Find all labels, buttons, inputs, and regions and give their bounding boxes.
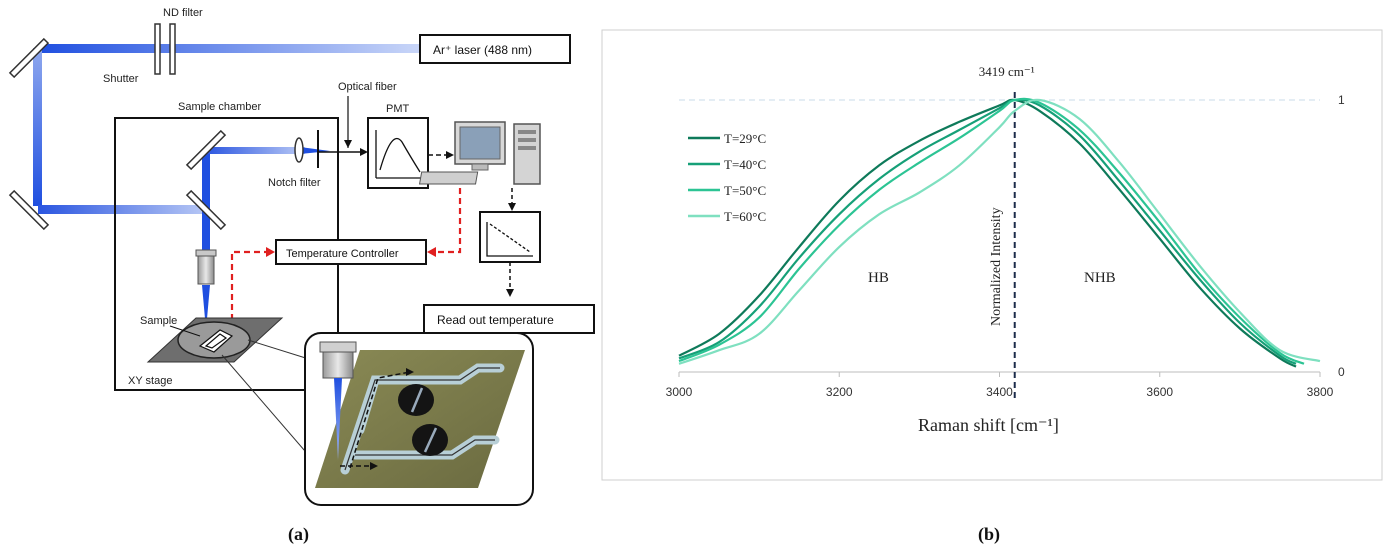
computer-icon (418, 121, 541, 185)
region-hb-label: HB (868, 270, 889, 286)
beam-to-notch (205, 147, 305, 154)
x-tick-label-1: 3000 (666, 385, 693, 399)
zoom-chamber-top-mark (410, 387, 424, 413)
pmt-label: PMT (386, 103, 410, 115)
zoom-microchannel-outline (344, 367, 500, 471)
y-tick-label-1: 0 (1338, 365, 1345, 379)
nd-filter-label: ND filter (163, 7, 203, 19)
chart-frame (601, 29, 1383, 481)
objective-icon (195, 249, 217, 285)
x-tick-label-3: 3400 (986, 385, 1013, 399)
nd-filter-plate (169, 23, 176, 75)
beam-top (38, 44, 420, 53)
notch-filter-label: Notch filter (268, 177, 321, 189)
x-tick-label-4: 3600 (1146, 385, 1173, 399)
lens (294, 137, 304, 163)
panel-a-setup-diagram: ND filter Shutter Ar⁺ laser (488 nm) Sam… (8, 7, 595, 545)
region-nhb-label: NHB (1084, 270, 1116, 286)
read-out-label: Read out temperature (437, 313, 554, 327)
pc-to-controller-arrow (427, 247, 436, 257)
zoom-probe-beam (334, 378, 342, 460)
zoom-scan-arrow (406, 368, 414, 376)
chart-legend: T=29°C T=40°C T=50°C T=60°C (688, 131, 766, 224)
pmt-to-pc-arrow (446, 151, 454, 159)
chart-series-group (678, 97, 1321, 368)
sample-pointer (169, 325, 201, 337)
controller-to-sample-line (230, 250, 266, 330)
laser-label: Ar⁺ laser (488 nm) (433, 43, 532, 57)
xy-stage-label: XY stage (128, 375, 172, 387)
mirror-chamber-top (185, 129, 227, 171)
beam-focus (300, 147, 330, 154)
sample-chip (198, 329, 234, 353)
pmt-box (367, 117, 429, 189)
zoom-objective-icon (319, 341, 357, 379)
series-line-3 (678, 97, 1305, 365)
calibration-plot-box (479, 211, 541, 263)
peak-label: 3419 cm⁻¹ (979, 64, 1035, 79)
zoom-chamber-bottom-mark (423, 427, 438, 453)
x-tick-label-2: 3200 (826, 385, 853, 399)
panel-a-caption: (a) (288, 524, 309, 545)
series-line-1 (678, 98, 1297, 368)
pc-to-plot-arrow (508, 203, 516, 211)
series-line-4 (678, 98, 1321, 365)
legend-label-2: T=40°C (724, 157, 766, 172)
calibration-plot-axes (486, 222, 533, 257)
chart-y-label: Normalized Intensity (989, 207, 1004, 326)
sample-label: Sample (140, 315, 177, 327)
temperature-controller-box (275, 239, 427, 265)
legend-label-1: T=29°C (724, 131, 766, 146)
controller-to-sample-arrow (266, 247, 275, 257)
calibration-plot-line (489, 223, 531, 253)
zoom-line-top (247, 339, 313, 361)
mirror-top-left (8, 37, 50, 79)
zoom-scan-bottom-arrow (370, 462, 378, 470)
x-tick-label-5: 3800 (1307, 385, 1334, 399)
chart-y-ticks: 01 (1338, 93, 1345, 379)
beam-to-sample (202, 285, 210, 330)
optical-fiber-label: Optical fiber (338, 81, 397, 93)
pc-to-controller-line (436, 188, 462, 254)
temperature-controller-label: Temperature Controller (286, 248, 399, 260)
chart-x-label: Raman shift [cm⁻¹] (918, 415, 1059, 435)
y-tick-label-2: 1 (1338, 93, 1345, 107)
zoom-scan-path (349, 371, 411, 469)
mirror-chamber-bottom (185, 189, 227, 231)
optical-fiber-pointer-head (344, 140, 352, 148)
beam-middle (38, 205, 208, 214)
legend-label-4: T=60°C (724, 209, 766, 224)
shutter-label: Shutter (103, 73, 139, 85)
beam-left-vertical (33, 48, 42, 206)
mirror-bottom-left (8, 189, 50, 231)
sample-chamber-label: Sample chamber (178, 101, 261, 113)
shutter-plate (154, 23, 161, 75)
pmt-curve (375, 130, 422, 179)
chart-x-ticks: 3000 3200 3400 3600 3800 (666, 372, 1334, 399)
beam-down (202, 150, 210, 250)
panel-b-caption: (b) (978, 524, 1000, 545)
legend-label-3: T=50°C (724, 183, 766, 198)
fiber-arrow (360, 148, 368, 156)
plot-to-readout-arrow (506, 289, 514, 297)
laser-box (419, 34, 571, 64)
read-out-box (423, 304, 595, 334)
